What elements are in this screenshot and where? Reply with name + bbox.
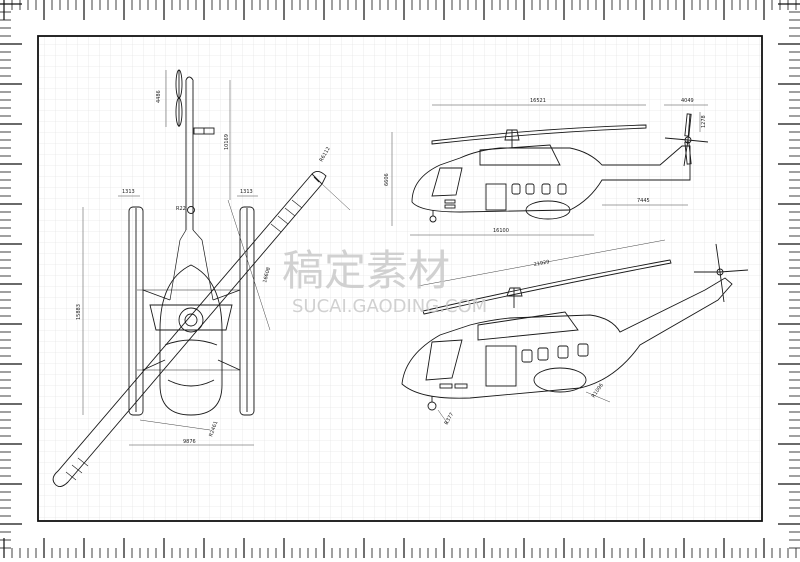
fuselage-perspective-icon bbox=[401, 277, 733, 411]
tail-rotor-perspective-icon bbox=[694, 243, 749, 303]
watermark: 稿定素材 SUCAI.GAODING.COM bbox=[282, 246, 487, 317]
watermark-en: SUCAI.GAODING.COM bbox=[292, 296, 487, 317]
tail-rotor-side-icon bbox=[664, 113, 709, 167]
dim-overall-length: 15883 bbox=[76, 304, 82, 320]
dim-tail-rotor-width: 4486 bbox=[156, 90, 162, 103]
top-view bbox=[52, 69, 351, 487]
dim-tail-boom-length: 10169 bbox=[224, 134, 230, 150]
dim-height: 6606 bbox=[384, 173, 390, 186]
dim-wheel: R377 bbox=[444, 412, 456, 426]
side-view-dimensions: 16521 4049 1278 6606 7445 16100 bbox=[384, 98, 707, 234]
dim-nose-radius: R2461 bbox=[208, 420, 219, 437]
perspective-view bbox=[401, 239, 749, 425]
tail-rotor-top-icon bbox=[175, 69, 183, 127]
dim-left-skid-offset: 1313 bbox=[122, 189, 135, 195]
dim-fuselage-length: 16100 bbox=[493, 228, 509, 234]
main-rotor-side-icon bbox=[431, 124, 647, 148]
dim-main-rotor: 16608 bbox=[262, 267, 272, 284]
dim-mast-radius: R22 bbox=[176, 206, 186, 212]
top-view-dimensions: 4486 10169 1313 1313 R22 R6112 16608 158… bbox=[76, 90, 332, 445]
side-view bbox=[391, 104, 709, 236]
dim-tail-rotor: 1278 bbox=[701, 115, 707, 128]
dim-rotor-to-tail: 16521 bbox=[530, 98, 546, 104]
right-skid-icon bbox=[239, 206, 255, 416]
dim-rotor-span: 21929 bbox=[533, 259, 550, 268]
left-skid-icon bbox=[128, 206, 144, 416]
dim-tail-offset: 4049 bbox=[681, 98, 694, 104]
fuselage-side-icon bbox=[411, 144, 691, 223]
dim-skid-span: 9876 bbox=[183, 439, 196, 445]
main-rotor-perspective-icon bbox=[422, 259, 672, 315]
dim-tail-boom: 7445 bbox=[637, 198, 650, 204]
main-rotor-top-icon bbox=[52, 171, 327, 487]
watermark-cn: 稿定素材 bbox=[282, 246, 450, 295]
dim-right-skid-offset: 1313 bbox=[240, 189, 253, 195]
drawing-frame bbox=[37, 35, 763, 522]
fuselage-top-icon bbox=[149, 206, 233, 416]
